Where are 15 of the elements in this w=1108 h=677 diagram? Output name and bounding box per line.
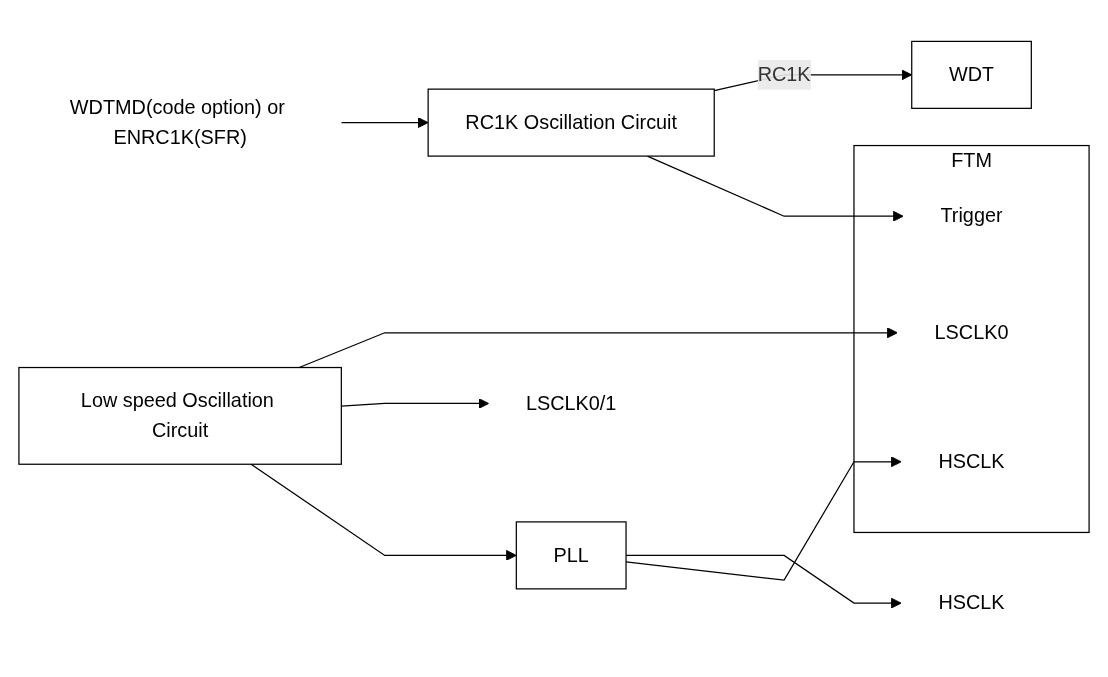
- node-text: HSCLK: [938, 450, 1005, 472]
- arrow: [646, 154, 904, 222]
- node-text: LSCLK0: [934, 321, 1009, 343]
- node-box: WDT: [911, 40, 1032, 109]
- node-text: LSCLK0/1: [525, 391, 617, 413]
- arrow: [250, 463, 517, 561]
- arrow: [298, 326, 898, 368]
- arrow: [340, 116, 429, 128]
- node-box: RC1K Oscillation Circuit: [427, 88, 715, 157]
- node-box: PLL: [515, 520, 627, 589]
- node-text: Trigger: [940, 204, 1003, 226]
- node-text: HSCLK: [938, 591, 1005, 613]
- edge-label: RC1K: [757, 63, 811, 85]
- node-box: Low speed Oscillation Circuit: [18, 366, 342, 465]
- node-text: WDTMD(code option) or ENRC1K(SFR): [69, 96, 285, 147]
